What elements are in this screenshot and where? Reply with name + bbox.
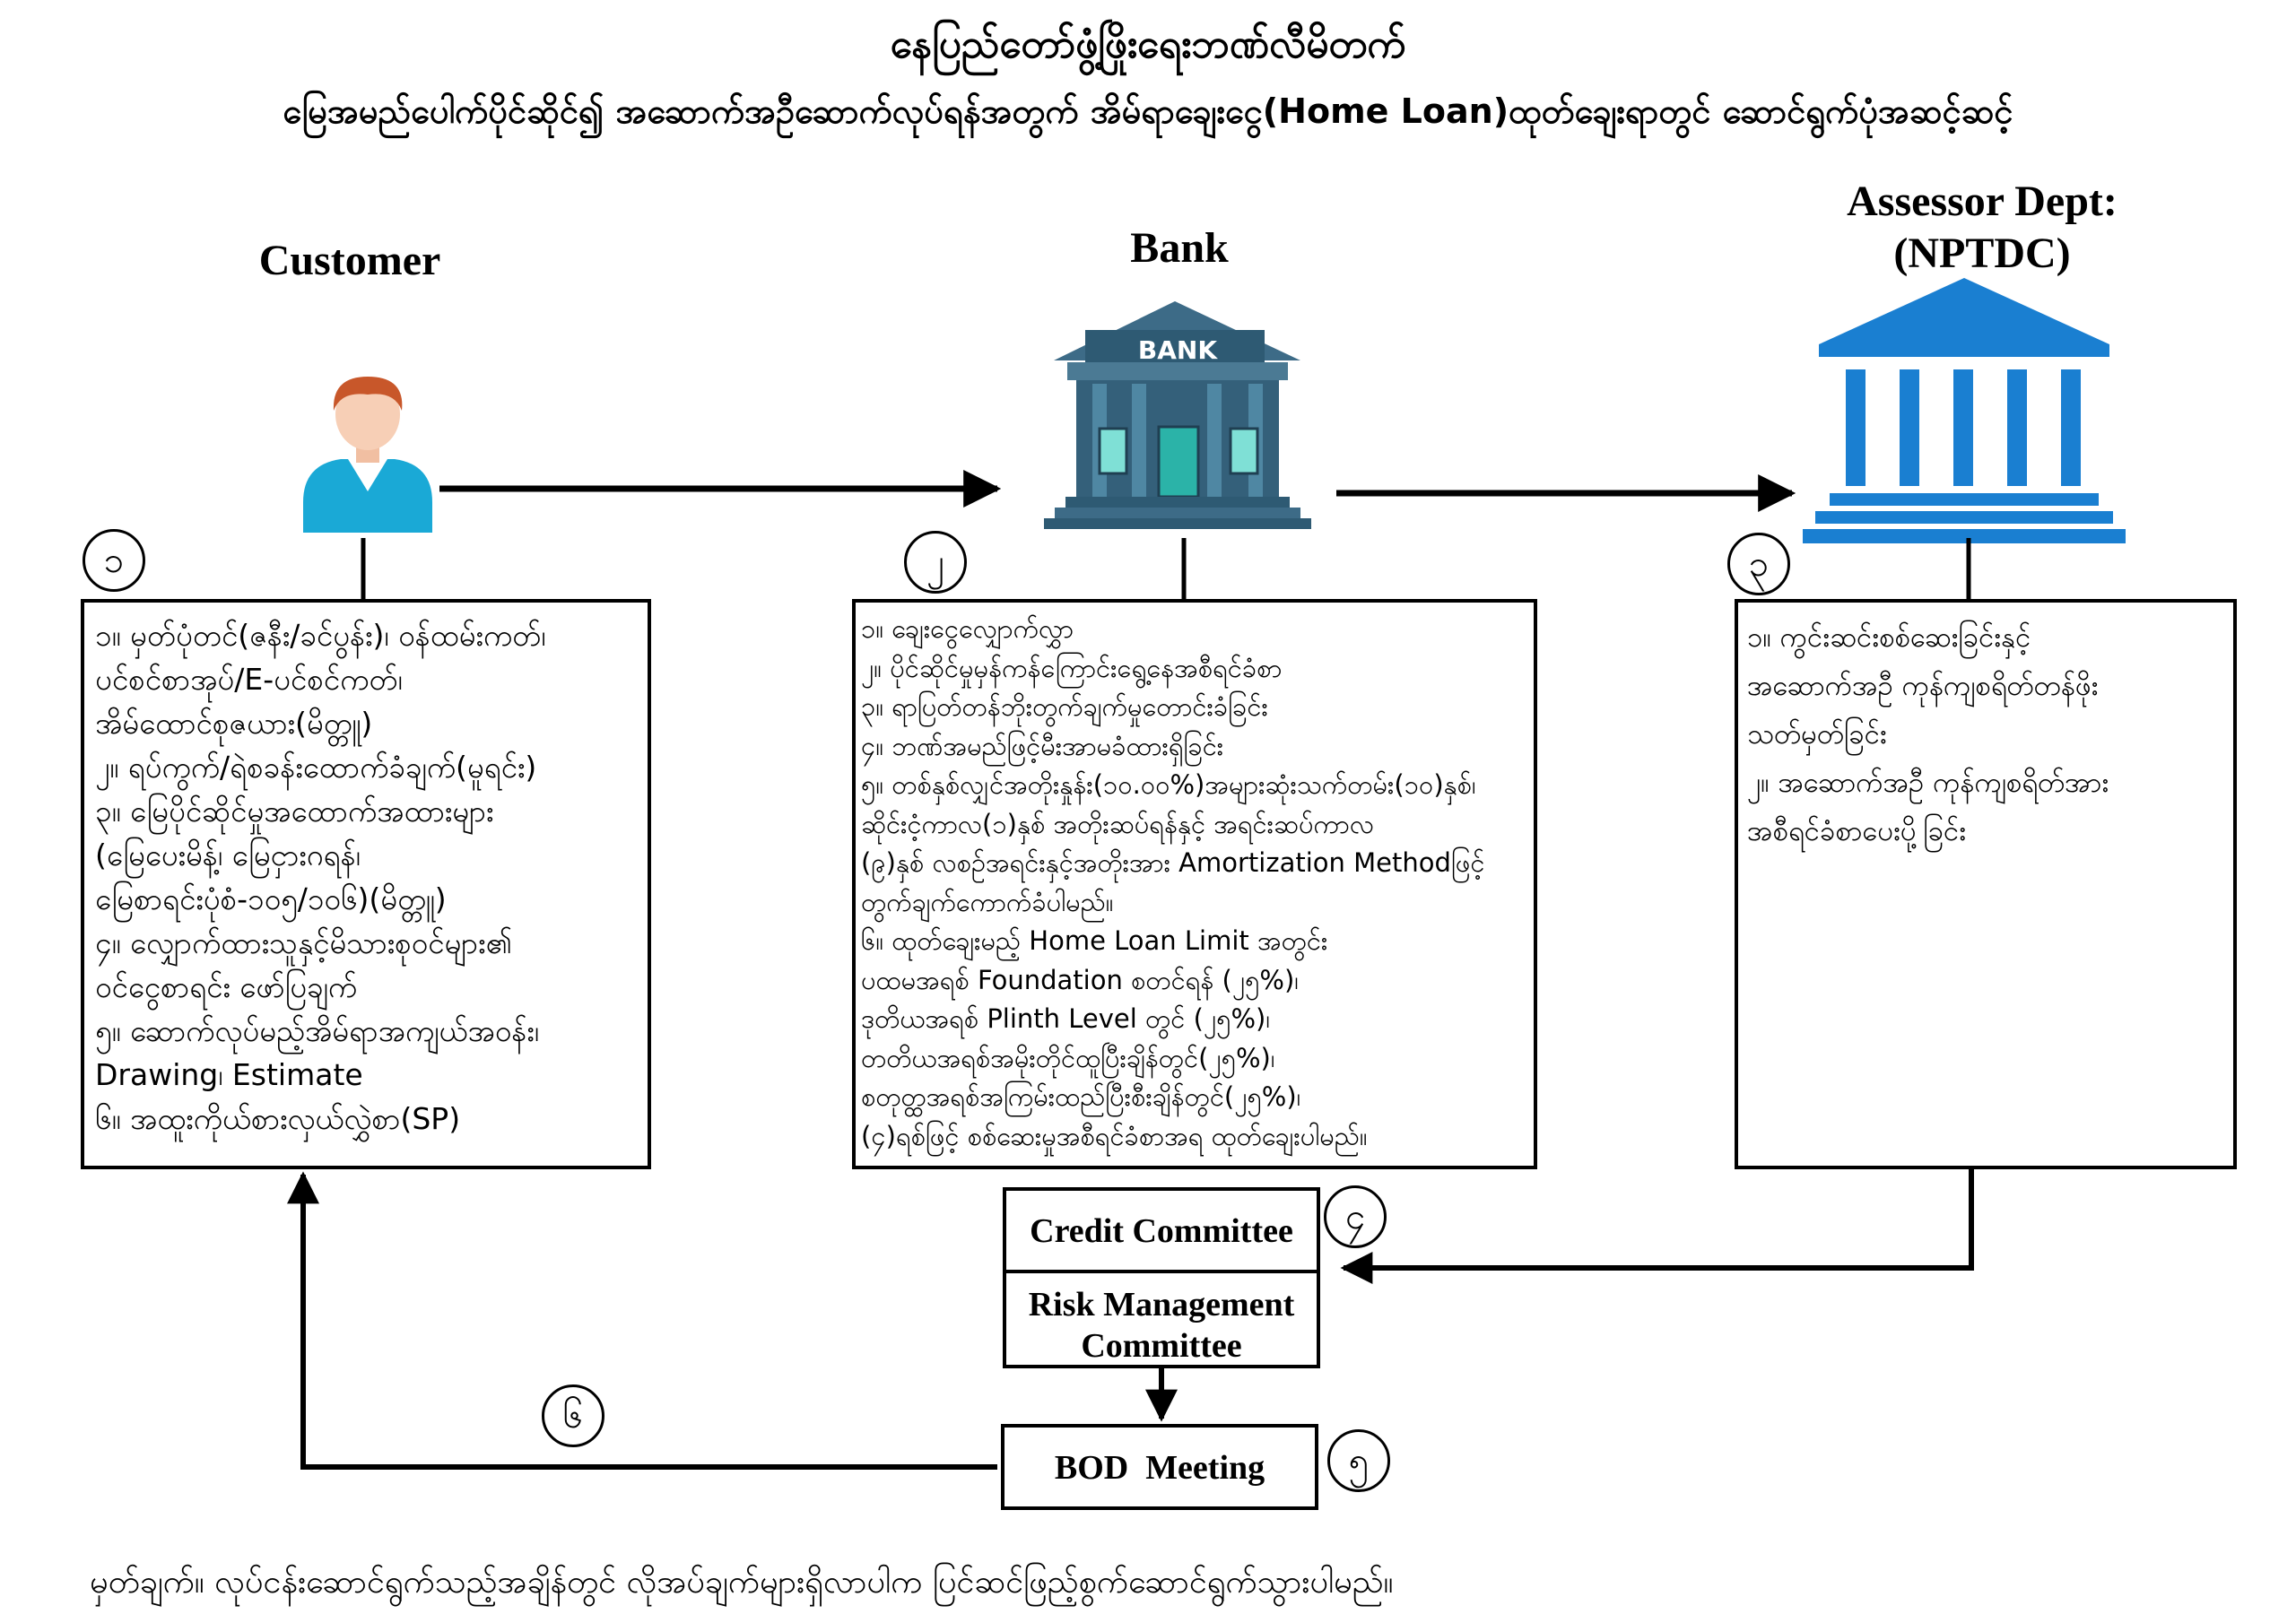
customer-label: Customer <box>258 237 441 284</box>
customer-doc-item: ၃။ မြေပိုင်ဆိုင်မှုအထောက်အထားများ (မြေပေ… <box>95 794 494 916</box>
bank-process-item: ၄။ ဘဏ်အမည်ဖြင့်မီးအာမခံထားရှိခြင်း <box>861 730 1224 761</box>
bank-process-box: ၁။ ချေးငွေလျှောက်လွှာ ၂။ ပိုင်ဆိုင်မှုမှ… <box>852 599 1537 1169</box>
bank-sign-text: BANK <box>1138 335 1218 365</box>
government-building-icon <box>1803 278 2126 543</box>
page-subtitle: မြေအမည်ပေါက်ပိုင်ဆိုင်၍ အဆောက်အဦဆောက်လုပ… <box>283 91 2013 131</box>
bank-process-item: ၅။ တစ်နှစ်လျှင်အတိုးနှုန်း(၁၀.၀၀%)အများဆ… <box>861 769 1485 917</box>
step-number-1: ၁ <box>83 529 145 592</box>
customer-doc-item: ၅။ ဆောက်လုပ်မည့်အိမ်ရာအကျယ်အဝန်း၊ Drawin… <box>95 1013 539 1092</box>
page-title: နေပြည်တော်ဖွံ့ဖြိုးရေးဘဏ်လီမိတက် <box>890 22 1406 67</box>
credit-committee-box: Credit Committee <box>1003 1187 1320 1273</box>
customer-documents-box: ၁။ မှတ်ပုံတင်(ဇနီး/ခင်ပွန်း)၊ ဝန်ထမ်းကတ်… <box>81 599 651 1169</box>
bank-process-item: ၆။ ထုတ်ချေးမည့် Home Loan Limit အတွင်း ပ… <box>861 925 1368 1151</box>
assessor-label-line2: (NPTDC) <box>1893 230 2071 277</box>
step-number-4: ၄ <box>1324 1185 1387 1248</box>
assessor-tasks-box: ၁။ ကွင်းဆင်းစစ်ဆေးခြင်းနှင့် အဆောက်အဦ ကု… <box>1735 599 2237 1169</box>
assessor-task-item: ၂။ အဆောက်အဦ ကုန်ကျစရိတ်အား အစီရင်ခံစာပေး… <box>1747 767 2109 847</box>
assessor-task-item: ၁။ ကွင်းဆင်းစစ်ဆေးခြင်းနှင့် အဆောက်အဦ ကု… <box>1747 621 2099 751</box>
step-number-2: ၂ <box>904 531 967 594</box>
bank-process-item: ၁။ ချေးငွေလျှောက်လွှာ <box>861 613 1074 644</box>
customer-person-icon <box>303 377 432 533</box>
step-number-5: ၅ <box>1327 1429 1390 1492</box>
risk-management-committee-box: Risk Management Committee <box>1003 1270 1320 1368</box>
bank-building-icon <box>1044 301 1311 529</box>
arrow-bod-to-customer <box>287 1171 997 1470</box>
bank-process-item: ၂။ ပိုင်ဆိုင်မှုမှန်ကန်ကြောင်းရွေ့နေအစီရ… <box>861 652 1283 683</box>
bank-process-item: ၃။ ရာပြတ်တန်ဘိုးတွက်ချက်မှုတောင်းခံခြင်း <box>861 691 1268 722</box>
step-number-6: ၆ <box>542 1384 604 1447</box>
footer-note: မှတ်ချက်။ လုပ်ငန်းဆောင်ရွက်သည့်အချိန်တွင… <box>90 1564 1394 1601</box>
customer-doc-item: ၄။ လျှောက်ထားသူနှင့်မိသားစုဝင်များ၏ ဝင်င… <box>95 925 512 1004</box>
customer-doc-item: ၁။ မှတ်ပုံတင်(ဇနီး/ခင်ပွန်း)၊ ဝန်ထမ်းကတ်… <box>95 618 546 741</box>
bod-meeting-box: BOD Meeting <box>1001 1424 1318 1510</box>
customer-doc-item: ၆။ အထူးကိုယ်စားလှယ်လွှဲစာ(SP) <box>95 1101 461 1136</box>
arrow-assessor-to-credit-committee <box>1340 1164 1974 1284</box>
step-number-3: ၃ <box>1727 533 1790 595</box>
customer-doc-item: ၂။ ရပ်ကွက်/ရဲစခန်းထောက်ခံချက်(မူရင်း) <box>95 750 537 785</box>
bank-label: Bank <box>1130 224 1229 272</box>
assessor-label-line1: Assessor Dept: <box>1847 178 2118 225</box>
